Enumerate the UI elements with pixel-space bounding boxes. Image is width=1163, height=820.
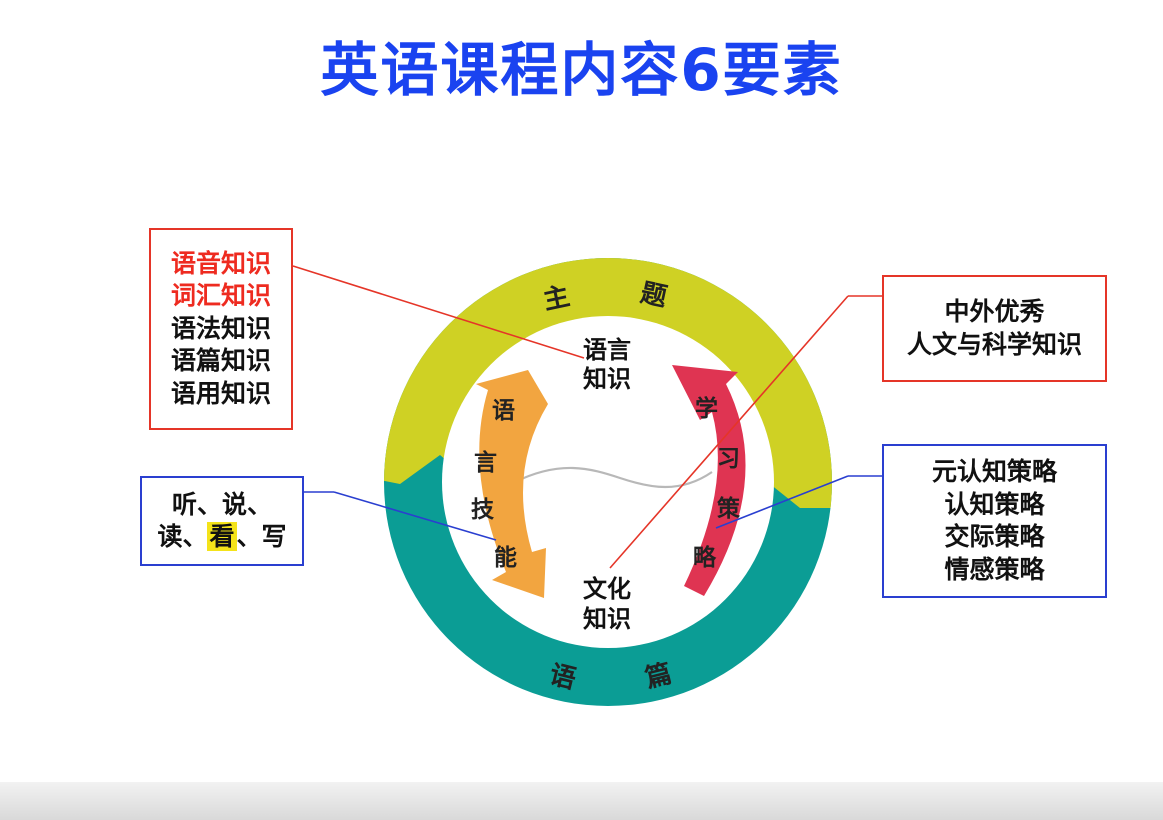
culture-line-2: 人文与科学知识: [906, 329, 1082, 359]
box-learning-strategies: 元认知策略 认知策略 交际策略 情感策略: [882, 444, 1107, 598]
center-culture-knowledge-line2: 知识: [583, 605, 631, 633]
arrow-language-skills: [476, 370, 548, 598]
skills-line-2: 读、看、写: [157, 521, 287, 554]
skills-write: 、写: [236, 522, 287, 551]
bottom-bar: [0, 782, 1163, 820]
arrow-char-3: 技: [471, 497, 495, 523]
page-title: 英语课程内容6要素: [320, 36, 843, 104]
knowledge-item-discourse: 语篇知识: [170, 346, 271, 376]
arrow-learning-strategies: [672, 365, 746, 596]
knowledge-item-pragmatics: 语用知识: [170, 378, 271, 408]
strategy-metacognitive: 元认知策略: [931, 457, 1057, 486]
arrow-char-7: 策: [717, 495, 741, 522]
skills-read: 读、: [157, 522, 208, 551]
ring-label-theme-1: 主: [541, 281, 573, 316]
arrow-char-5: 学: [695, 395, 718, 422]
arrow-char-1: 语: [492, 398, 515, 424]
arrow-char-8: 略: [693, 544, 717, 571]
strategy-cognitive: 认知策略: [944, 489, 1045, 519]
ring-label-theme-2: 题: [638, 278, 670, 313]
box-culture-knowledge: 中外优秀 人文与科学知识: [882, 275, 1107, 382]
box-language-knowledge: 语音知识 词汇知识 语法知识 语篇知识 语用知识: [149, 228, 293, 430]
connector-strategies-diag: [715, 475, 849, 529]
culture-line-1: 中外优秀: [944, 297, 1045, 326]
center-culture-knowledge-line1: 文化: [583, 575, 631, 603]
box-language-skills: 听、说、 读、看、写: [140, 476, 304, 566]
connector-knowledge: [292, 265, 585, 359]
strategy-communicative: 交际策略: [944, 522, 1045, 551]
arrow-char-6: 习: [717, 446, 740, 472]
connector-skills-diag: [333, 491, 497, 541]
knowledge-item-vocabulary: 词汇知识: [170, 281, 271, 311]
arrow-char-4: 能: [494, 544, 517, 571]
arrow-char-2: 言: [474, 449, 497, 476]
knowledge-item-phonetics: 语音知识: [170, 248, 271, 278]
strategy-affective: 情感策略: [944, 554, 1045, 584]
skills-view-highlight: 看: [207, 522, 237, 551]
center-language-knowledge-line2: 知识: [583, 365, 631, 393]
center-language-knowledge-line1: 语言: [583, 336, 631, 364]
outer-ring: [384, 258, 832, 706]
skills-line-1: 听、说、: [171, 489, 272, 519]
knowledge-item-grammar: 语法知识: [170, 313, 271, 343]
connector-culture-diag: [609, 295, 849, 569]
